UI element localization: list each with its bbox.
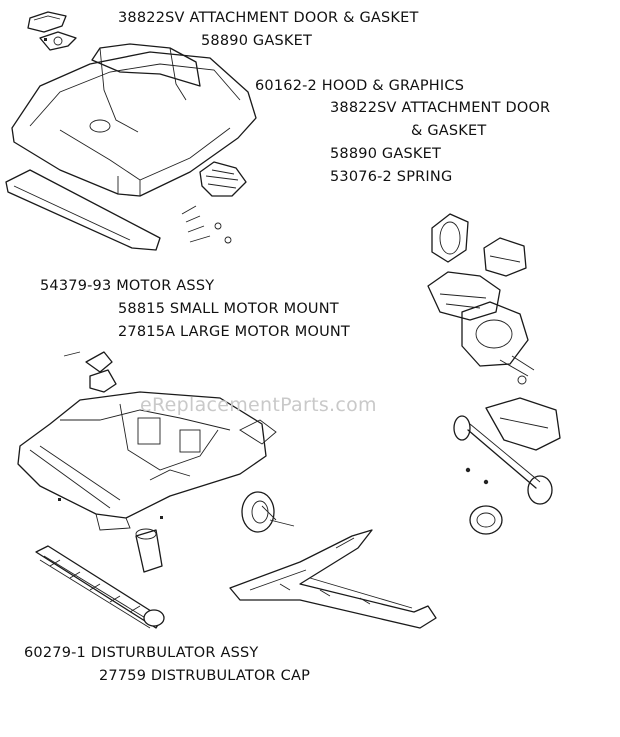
spring-part xyxy=(181,161,247,244)
disturbulator-assy-part xyxy=(35,545,165,629)
label-motor-assy: 54379-93 MOTOR ASSY xyxy=(40,278,215,294)
attachment-door-part xyxy=(27,11,67,33)
bottom-plate-part xyxy=(229,529,437,629)
label-attachment-door-2a: 38822SV ATTACHMENT DOOR xyxy=(330,100,551,116)
label-spring: 53076-2 SPRING xyxy=(330,169,453,185)
label-hood: 60162-2 HOOD & GRAPHICS xyxy=(255,78,465,94)
base-housing-part xyxy=(17,391,277,531)
motor-mount-parts xyxy=(63,351,117,393)
label-attachment-door-2b: & GASKET xyxy=(411,123,487,139)
watermark: eReplacementParts.com xyxy=(140,394,377,416)
hood-part xyxy=(11,43,257,197)
motor-assy-part xyxy=(427,213,535,385)
label-attachment-door-top: 38822SV ATTACHMENT DOOR & GASKET xyxy=(118,10,419,26)
label-gasket-top: 58890 GASKET xyxy=(201,33,313,49)
disturbulator-cap-part xyxy=(135,528,163,573)
label-disturbulator-assy: 60279-1 DISTURBULATOR ASSY xyxy=(24,645,259,661)
gasket-part xyxy=(39,31,77,51)
hood-base-trim xyxy=(5,169,161,251)
wheel-part xyxy=(241,491,295,533)
label-small-motor-mount: 58815 SMALL MOTOR MOUNT xyxy=(118,301,339,317)
axle-assembly-part xyxy=(453,397,561,535)
label-gasket-2: 58890 GASKET xyxy=(330,146,442,162)
label-disturbulator-cap: 27759 DISTRUBULATOR CAP xyxy=(99,668,311,684)
label-large-motor-mount: 27815A LARGE MOTOR MOUNT xyxy=(118,324,350,340)
